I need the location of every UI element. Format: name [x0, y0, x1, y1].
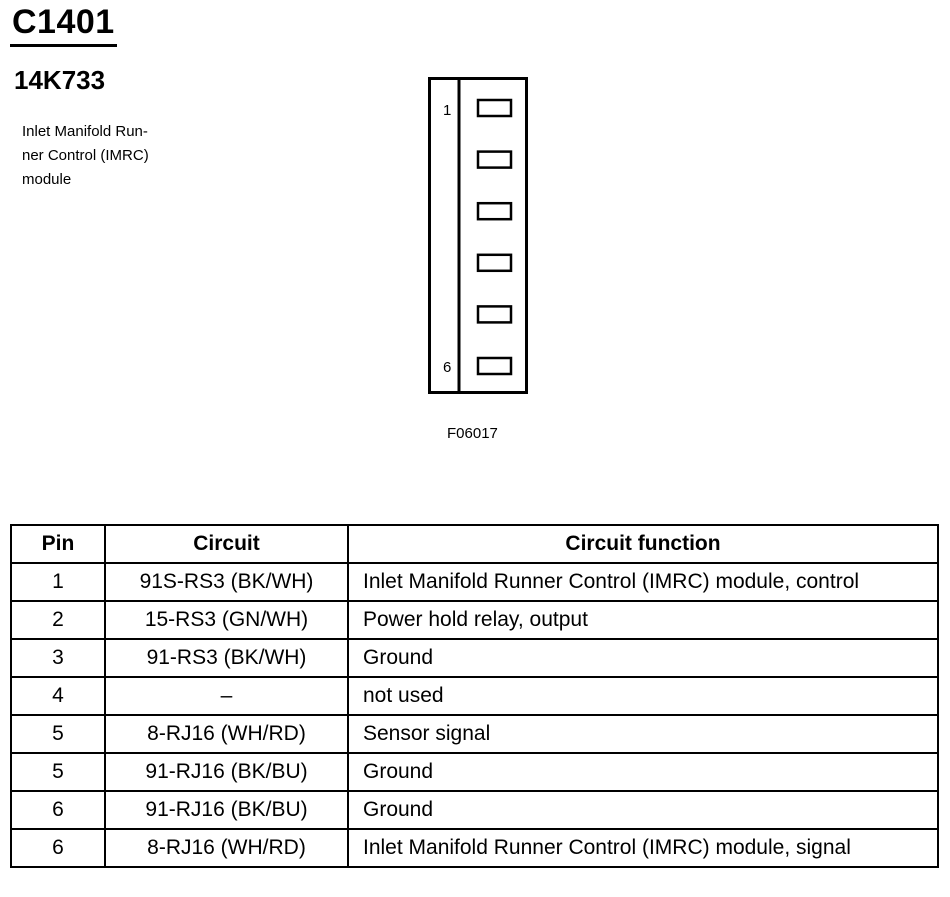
pin-cavity — [476, 253, 513, 273]
table-row: 6 91-RJ16 (BK/BU) Ground — [10, 790, 939, 830]
pin-cavity — [476, 98, 513, 118]
description-line: Inlet Manifold Run- — [22, 123, 148, 140]
cell-pin: 2 — [10, 600, 106, 640]
table-row: 4 – not used — [10, 676, 939, 716]
cell-pin: 3 — [10, 638, 106, 678]
table-row: 5 8-RJ16 (WH/RD) Sensor signal — [10, 714, 939, 754]
cell-circuit: – — [104, 676, 349, 716]
table-row: 2 15-RS3 (GN/WH) Power hold relay, outpu… — [10, 600, 939, 640]
cell-pin: 6 — [10, 790, 106, 830]
connector-id-underline — [10, 44, 117, 47]
pin-cavities — [476, 98, 513, 376]
cell-pin: 1 — [10, 562, 106, 602]
pin-cavity — [476, 356, 513, 376]
cell-circuit: 8-RJ16 (WH/RD) — [104, 714, 349, 754]
header-pin: Pin — [10, 524, 106, 564]
cell-circuit-function: Inlet Manifold Runner Control (IMRC) mod… — [347, 828, 939, 868]
part-number: 14K733 — [14, 65, 106, 95]
table-row: 6 8-RJ16 (WH/RD) Inlet Manifold Runner C… — [10, 828, 939, 868]
header-circuit: Circuit — [104, 524, 349, 564]
cell-circuit: 91-RS3 (BK/WH) — [104, 638, 349, 678]
cell-circuit-function: Power hold relay, output — [347, 600, 939, 640]
cell-circuit: 91-RJ16 (BK/BU) — [104, 752, 349, 792]
description-line: ner Control (IMRC) — [22, 147, 149, 164]
cell-circuit-function: Ground — [347, 752, 939, 792]
pin-label-first: 1 — [443, 102, 451, 119]
cell-circuit-function: Inlet Manifold Runner Control (IMRC) mod… — [347, 562, 939, 602]
cell-circuit-function: Ground — [347, 638, 939, 678]
pin-cavity — [476, 305, 513, 324]
pin-label-last: 6 — [443, 359, 451, 376]
table-row: 5 91-RJ16 (BK/BU) Ground — [10, 752, 939, 792]
header-circuit-function: Circuit function — [347, 524, 939, 564]
cell-circuit-function: Sensor signal — [347, 714, 939, 754]
cell-pin: 5 — [10, 714, 106, 754]
table-row: 1 91S-RS3 (BK/WH) Inlet Manifold Runner … — [10, 562, 939, 602]
cell-circuit: 91-RJ16 (BK/BU) — [104, 790, 349, 830]
cell-pin: 5 — [10, 752, 106, 792]
cell-pin: 6 — [10, 828, 106, 868]
cell-circuit-function: Ground — [347, 790, 939, 830]
connector-body — [428, 77, 528, 394]
cell-circuit-function: not used — [347, 676, 939, 716]
pinout-table: Pin Circuit Circuit function 1 91S-RS3 (… — [10, 524, 939, 868]
connector-face-diagram: 1 6 — [428, 77, 528, 394]
table-header-row: Pin Circuit Circuit function — [10, 524, 939, 564]
table-row: 3 91-RS3 (BK/WH) Ground — [10, 638, 939, 678]
pin-cavity — [476, 201, 513, 221]
pin-cavity — [476, 150, 513, 169]
description-line: module — [22, 171, 72, 188]
figure-code: F06017 — [447, 425, 498, 442]
cell-circuit: 91S-RS3 (BK/WH) — [104, 562, 349, 602]
connector-id: C1401 — [12, 3, 115, 41]
cell-circuit: 15-RS3 (GN/WH) — [104, 600, 349, 640]
cell-circuit: 8-RJ16 (WH/RD) — [104, 828, 349, 868]
cell-pin: 4 — [10, 676, 106, 716]
component-description: Inlet Manifold Run- ner Control (IMRC) m… — [22, 120, 192, 192]
